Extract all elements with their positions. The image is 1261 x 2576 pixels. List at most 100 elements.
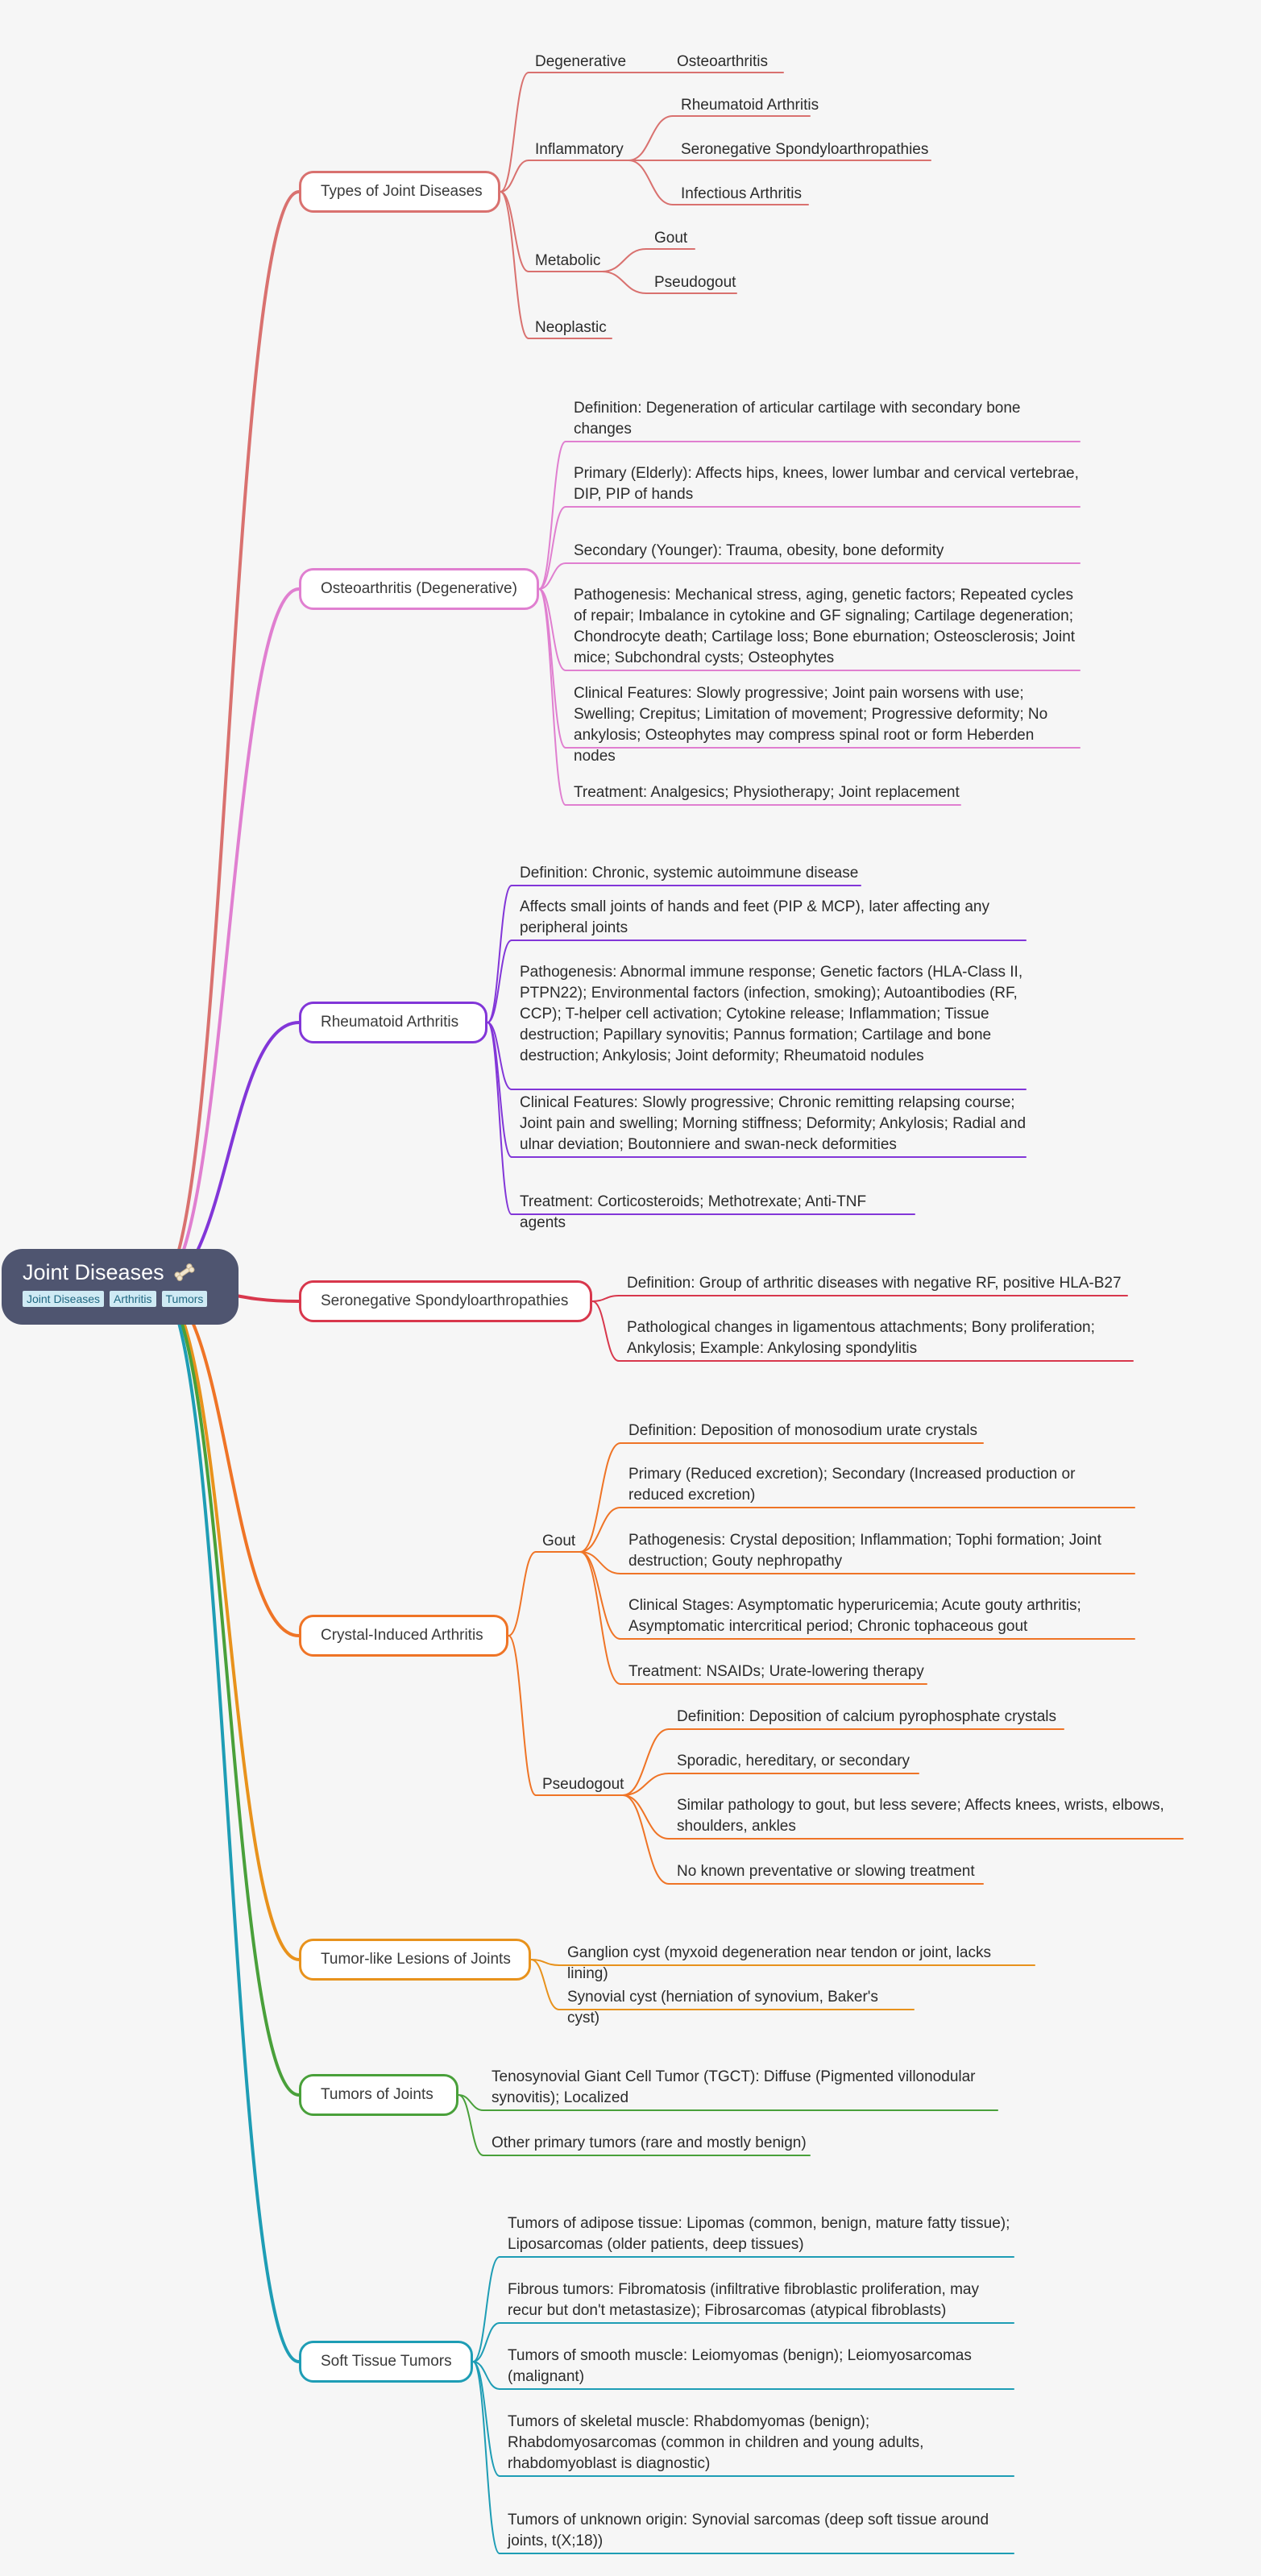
- leaf-inflammatory-1[interactable]: Seronegative Spondyloarthropathies: [681, 141, 929, 158]
- subtopic-gout[interactable]: Gout: [542, 1533, 576, 1549]
- leaf-tumor-like-lesions-of-joints-1[interactable]: Synovial cyst (herniation of synovium, B…: [567, 1989, 878, 2026]
- link-gout-4: [579, 1551, 621, 1685]
- link-root-crystal-induced-arthritis: [156, 1285, 301, 1637]
- leaf-gout-2[interactable]: Pathogenesis: Crystal deposition; Inflam…: [628, 1532, 1101, 1570]
- leaf-pseudogout-1[interactable]: Sporadic, hereditary, or secondary: [677, 1753, 910, 1769]
- link-pseudogout-0: [622, 1728, 670, 1796]
- category-label: Seronegative Spondyloarthropathies: [321, 1292, 569, 1309]
- link-soft-tissue-tumors-2: [472, 2361, 500, 2390]
- category-tumor-like-lesions-of-joints[interactable]: Tumor-like Lesions of Joints: [299, 1939, 531, 1981]
- link-root-tumor-like-lesions-of-joints: [156, 1285, 301, 1961]
- link-soft-tissue-tumors-1: [472, 2322, 500, 2362]
- leaf-osteoarthritis-degenerative-4[interactable]: Clinical Features: Slowly progressive; J…: [574, 685, 1048, 765]
- category-soft-tissue-tumors[interactable]: Soft Tissue Tumors: [299, 2341, 473, 2383]
- category-rheumatoid-arthritis[interactable]: Rheumatoid Arthritis: [299, 1002, 487, 1043]
- leaf-inflammatory-0[interactable]: Rheumatoid Arthritis: [681, 97, 819, 114]
- root-title-row: Joint Diseases: [23, 1259, 218, 1286]
- subtopic-pseudogout[interactable]: Pseudogout: [542, 1776, 624, 1793]
- link-root-types-of-joint-diseases: [156, 190, 301, 1288]
- link-gout-0: [579, 1442, 621, 1553]
- category-crystal-induced-arthritis[interactable]: Crystal-Induced Arthritis: [299, 1615, 508, 1657]
- subtopic-neoplastic[interactable]: Neoplastic: [535, 319, 607, 336]
- tag-arthritis[interactable]: Arthritis: [110, 1291, 156, 1307]
- link-metabolic-1: [601, 271, 647, 294]
- leaf-gout-0[interactable]: Definition: Deposition of monosodium ura…: [628, 1422, 977, 1439]
- leaf-degenerative-0[interactable]: Osteoarthritis: [677, 53, 768, 70]
- link-rheumatoid-arthritis-0: [487, 885, 512, 1023]
- link-pseudogout-1: [622, 1773, 670, 1796]
- leaf-osteoarthritis-degenerative-3[interactable]: Pathogenesis: Mechanical stress, aging, …: [574, 587, 1076, 666]
- leaf-rheumatoid-arthritis-4[interactable]: Treatment: Corticosteroids; Methotrexate…: [520, 1193, 867, 1231]
- link-inflammatory-0: [628, 115, 674, 161]
- leaf-gout-3[interactable]: Clinical Stages: Asymptomatic hyperurice…: [628, 1597, 1081, 1635]
- leaf-tumor-like-lesions-of-joints-0[interactable]: Ganglion cyst (myxoid degeneration near …: [567, 1944, 991, 1982]
- link-metabolic-0: [601, 248, 647, 272]
- link-osteoarthritis-degenerative-1: [538, 506, 566, 590]
- link-osteoarthritis-degenerative-2: [538, 562, 566, 590]
- category-tumors-of-joints[interactable]: Tumors of Joints: [299, 2074, 458, 2116]
- category-types-of-joint-diseases[interactable]: Types of Joint Diseases: [299, 171, 500, 213]
- link-rheumatoid-arthritis-4: [487, 1022, 512, 1215]
- link-rheumatoid-arthritis-1: [487, 940, 512, 1023]
- leaf-soft-tissue-tumors-3[interactable]: Tumors of skeletal muscle: Rhabdomyomas …: [508, 2413, 924, 2472]
- link-tumor-like-lesions-of-joints-1: [530, 1959, 560, 2010]
- leaf-inflammatory-2[interactable]: Infectious Arthritis: [681, 185, 802, 202]
- leaf-seronegative-spondyloarthropathies-1[interactable]: Pathological changes in ligamentous atta…: [627, 1319, 1095, 1357]
- leaf-pseudogout-3[interactable]: No known preventative or slowing treatme…: [677, 1863, 975, 1880]
- leaf-rheumatoid-arthritis-3[interactable]: Clinical Features: Slowly progressive; C…: [520, 1094, 1027, 1153]
- link-soft-tissue-tumors-4: [472, 2361, 500, 2554]
- leaf-osteoarthritis-degenerative-0[interactable]: Definition: Degeneration of articular ca…: [574, 400, 1021, 438]
- leaf-soft-tissue-tumors-0[interactable]: Tumors of adipose tissue: Lipomas (commo…: [508, 2215, 1010, 2253]
- category-label: Tumor-like Lesions of Joints: [321, 1951, 511, 1968]
- link-osteoarthritis-degenerative-3: [538, 588, 566, 671]
- category-osteoarthritis-degenerative[interactable]: Osteoarthritis (Degenerative): [299, 568, 539, 610]
- leaf-soft-tissue-tumors-1[interactable]: Fibrous tumors: Fibromatosis (infiltrati…: [508, 2281, 979, 2319]
- root-title: Joint Diseases: [23, 1260, 164, 1284]
- link-tumors-of-joints-1: [458, 2094, 484, 2156]
- leaf-osteoarthritis-degenerative-1[interactable]: Primary (Elderly): Affects hips, knees, …: [574, 465, 1079, 503]
- link-types-of-joint-diseases-metabolic: [500, 191, 529, 272]
- link-rheumatoid-arthritis-3: [487, 1022, 512, 1158]
- link-soft-tissue-tumors-0: [472, 2256, 500, 2362]
- root-node[interactable]: Joint Diseases Joint Diseases Arthritis …: [2, 1249, 239, 1325]
- subtopic-degenerative[interactable]: Degenerative: [535, 53, 627, 70]
- leaf-pseudogout-2[interactable]: Similar pathology to gout, but less seve…: [677, 1797, 1164, 1835]
- bone-icon: [174, 1263, 195, 1281]
- category-label: Types of Joint Diseases: [321, 183, 483, 200]
- leaf-rheumatoid-arthritis-1[interactable]: Affects small joints of hands and feet (…: [520, 898, 989, 936]
- link-gout-1: [579, 1507, 621, 1553]
- link-types-of-joint-diseases-degenerative: [500, 72, 529, 193]
- link-osteoarthritis-degenerative-5: [538, 588, 566, 806]
- leaf-osteoarthritis-degenerative-5[interactable]: Treatment: Analgesics; Physiotherapy; Jo…: [574, 784, 960, 801]
- category-label: Soft Tissue Tumors: [321, 2353, 452, 2370]
- leaf-rheumatoid-arthritis-2[interactable]: Pathogenesis: Abnormal immune response; …: [520, 964, 1023, 1064]
- leaf-seronegative-spondyloarthropathies-0[interactable]: Definition: Group of arthritic diseases …: [627, 1275, 1122, 1292]
- leaf-soft-tissue-tumors-2[interactable]: Tumors of smooth muscle: Leiomyomas (ben…: [508, 2347, 972, 2385]
- link-seronegative-spondyloarthropathies-1: [591, 1300, 620, 1362]
- link-root-tumors-of-joints: [156, 1285, 301, 2097]
- leaf-soft-tissue-tumors-4[interactable]: Tumors of unknown origin: Synovial sarco…: [508, 2512, 989, 2549]
- link-soft-tissue-tumors-3: [472, 2361, 500, 2477]
- category-label: Tumors of Joints: [321, 2086, 433, 2103]
- leaf-rheumatoid-arthritis-0[interactable]: Definition: Chronic, systemic autoimmune…: [520, 865, 859, 881]
- leaf-pseudogout-0[interactable]: Definition: Deposition of calcium pyroph…: [677, 1708, 1057, 1725]
- leaf-tumors-of-joints-0[interactable]: Tenosynovial Giant Cell Tumor (TGCT): Di…: [492, 2068, 976, 2106]
- leaf-gout-4[interactable]: Treatment: NSAIDs; Urate-lowering therap…: [628, 1663, 924, 1680]
- leaf-osteoarthritis-degenerative-2[interactable]: Secondary (Younger): Trauma, obesity, bo…: [574, 542, 944, 559]
- subtopic-inflammatory[interactable]: Inflammatory: [535, 141, 624, 158]
- tag-joint-diseases[interactable]: Joint Diseases: [23, 1291, 105, 1307]
- leaf-tumors-of-joints-1[interactable]: Other primary tumors (rare and mostly be…: [492, 2134, 807, 2151]
- link-pseudogout-2: [622, 1794, 670, 1840]
- link-crystal-induced-arthritis-gout: [508, 1551, 537, 1636]
- leaf-metabolic-0[interactable]: Gout: [654, 230, 688, 247]
- leaf-gout-1[interactable]: Primary (Reduced excretion); Secondary (…: [628, 1466, 1076, 1504]
- tag-tumors[interactable]: Tumors: [161, 1291, 208, 1307]
- leaf-metabolic-1[interactable]: Pseudogout: [654, 274, 736, 291]
- link-root-soft-tissue-tumors: [156, 1285, 301, 2363]
- category-label: Osteoarthritis (Degenerative): [321, 580, 517, 597]
- subtopic-metabolic[interactable]: Metabolic: [535, 252, 601, 269]
- link-seronegative-spondyloarthropathies-0: [591, 1295, 620, 1302]
- category-seronegative-spondyloarthropathies[interactable]: Seronegative Spondyloarthropathies: [299, 1280, 592, 1322]
